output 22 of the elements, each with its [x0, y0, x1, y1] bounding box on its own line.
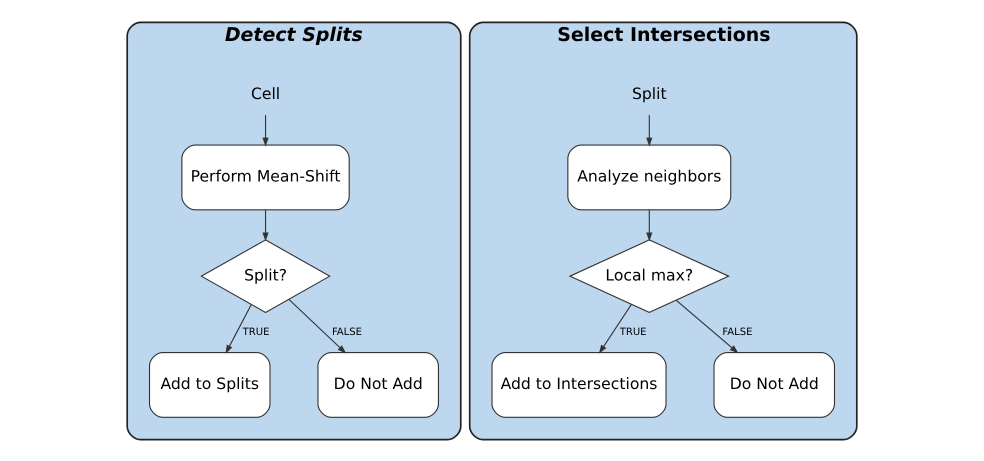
node-diamond: Local max? — [568, 238, 730, 313]
edge-label: TRUE — [242, 326, 270, 338]
node-box: Add to Intersections — [491, 352, 667, 418]
arrow — [225, 304, 252, 354]
arrow — [262, 114, 269, 146]
arrow — [262, 210, 269, 241]
edge-label: TRUE — [620, 326, 647, 338]
edge-label: FALSE — [722, 326, 752, 338]
arrow — [288, 298, 346, 354]
arrow — [646, 210, 652, 241]
node-text: Split — [632, 84, 667, 103]
node-box: Analyze neighbors — [567, 144, 732, 210]
node-text: Cell — [250, 84, 280, 103]
arrow — [598, 304, 632, 354]
arrow — [676, 299, 738, 353]
node-box: Do Not Add — [317, 352, 439, 418]
node-diamond: Split? — [200, 238, 331, 313]
edge-label: FALSE — [332, 326, 362, 338]
node-box: Do Not Add — [713, 352, 836, 418]
node-box: Add to Splits — [148, 352, 271, 418]
node-box: Perform Mean-Shift — [181, 144, 350, 210]
arrow — [646, 114, 652, 146]
